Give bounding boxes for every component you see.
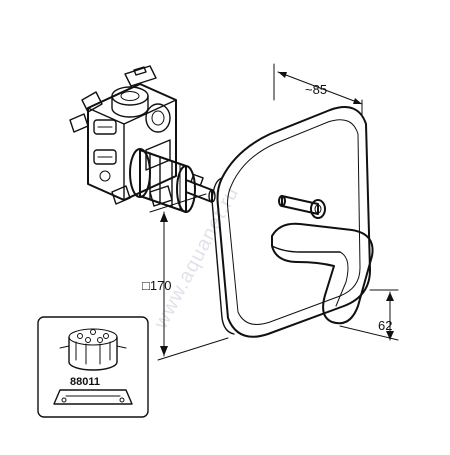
plate-label: □170 (142, 278, 172, 293)
inset-cartridge (59, 328, 127, 371)
valve-body (69, 65, 177, 207)
lever-label: 62 (378, 318, 392, 333)
lever-handle (271, 222, 374, 325)
dimension-plate: □170 (142, 193, 229, 361)
dimension-lever: 62 (339, 289, 399, 341)
cover-plate (211, 106, 371, 338)
diverter-knob (278, 195, 326, 219)
inset-base (53, 389, 133, 405)
depth-label: ~85 (305, 82, 327, 97)
dimension-depth: ~85 (273, 63, 363, 117)
cartridge (129, 148, 216, 213)
inset-part-number: 88011 (70, 376, 100, 388)
inset-panel: 88011 (37, 316, 149, 418)
